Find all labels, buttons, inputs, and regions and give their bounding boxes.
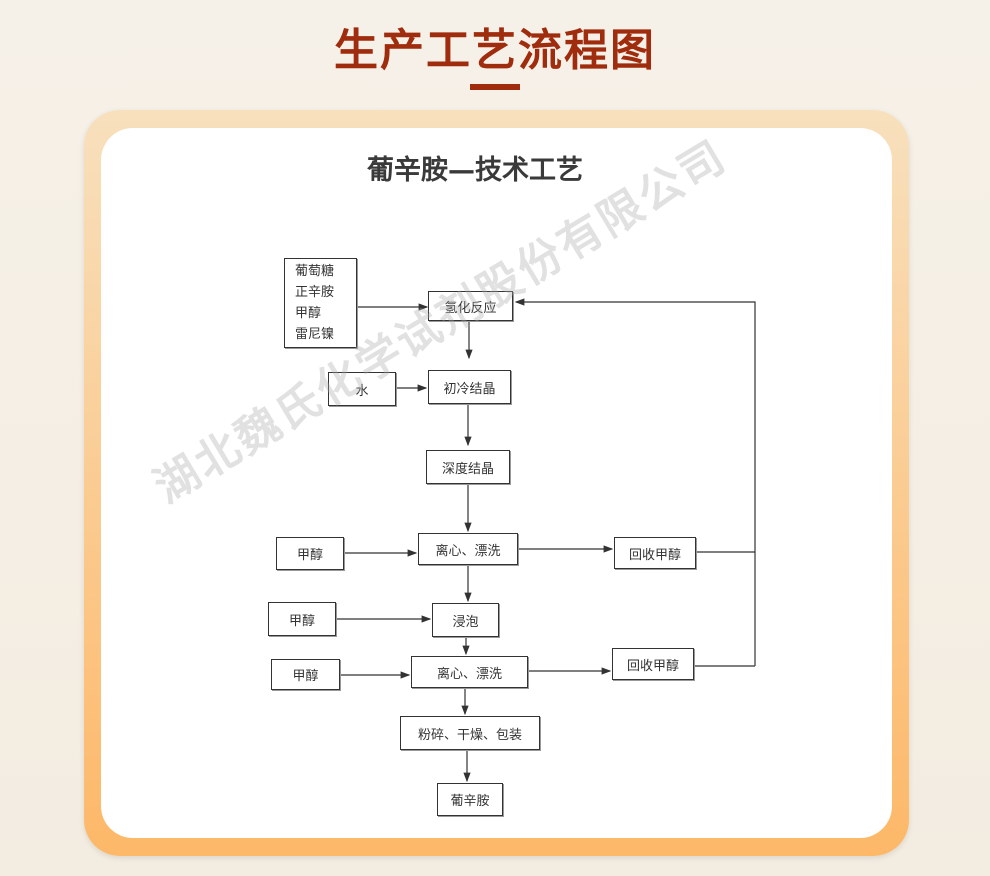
recycle-line: [514, 298, 756, 553]
node-methanol-2: 甲醇: [268, 602, 336, 636]
diagram-title: 葡辛胺—技术工艺: [367, 155, 583, 186]
input-item: 葡萄糖: [295, 264, 335, 279]
page-title: 生产工艺流程图: [334, 25, 656, 76]
node-crush-dry-pack: 粉碎、干燥、包装: [400, 716, 540, 750]
node-hydrogenation: 氢化反应: [428, 291, 513, 321]
node-deep-crystallization: 深度结晶: [426, 450, 510, 484]
node-recover-methanol-1: 回收甲醇: [614, 537, 696, 569]
node-initial-crystallization: 初冷结晶: [428, 370, 511, 404]
input-item: 雷尼镍: [295, 327, 335, 342]
node-product: 葡辛胺: [437, 783, 503, 816]
node-recover-methanol-2: 回收甲醇: [612, 648, 694, 680]
input-materials-box: 葡萄糖 正辛胺 甲醇 雷尼镍: [284, 258, 357, 348]
input-item: 甲醇: [295, 306, 322, 321]
title-underline: [470, 84, 520, 90]
node-centrifuge-1: 离心、漂洗: [418, 533, 518, 565]
input-item: 正辛胺: [295, 285, 335, 300]
node-water: 水: [328, 372, 396, 406]
node-centrifuge-2: 离心、漂洗: [411, 656, 528, 688]
node-methanol-3: 甲醇: [271, 659, 340, 690]
node-methanol-1: 甲醇: [276, 537, 344, 570]
node-soak: 浸泡: [432, 603, 499, 637]
